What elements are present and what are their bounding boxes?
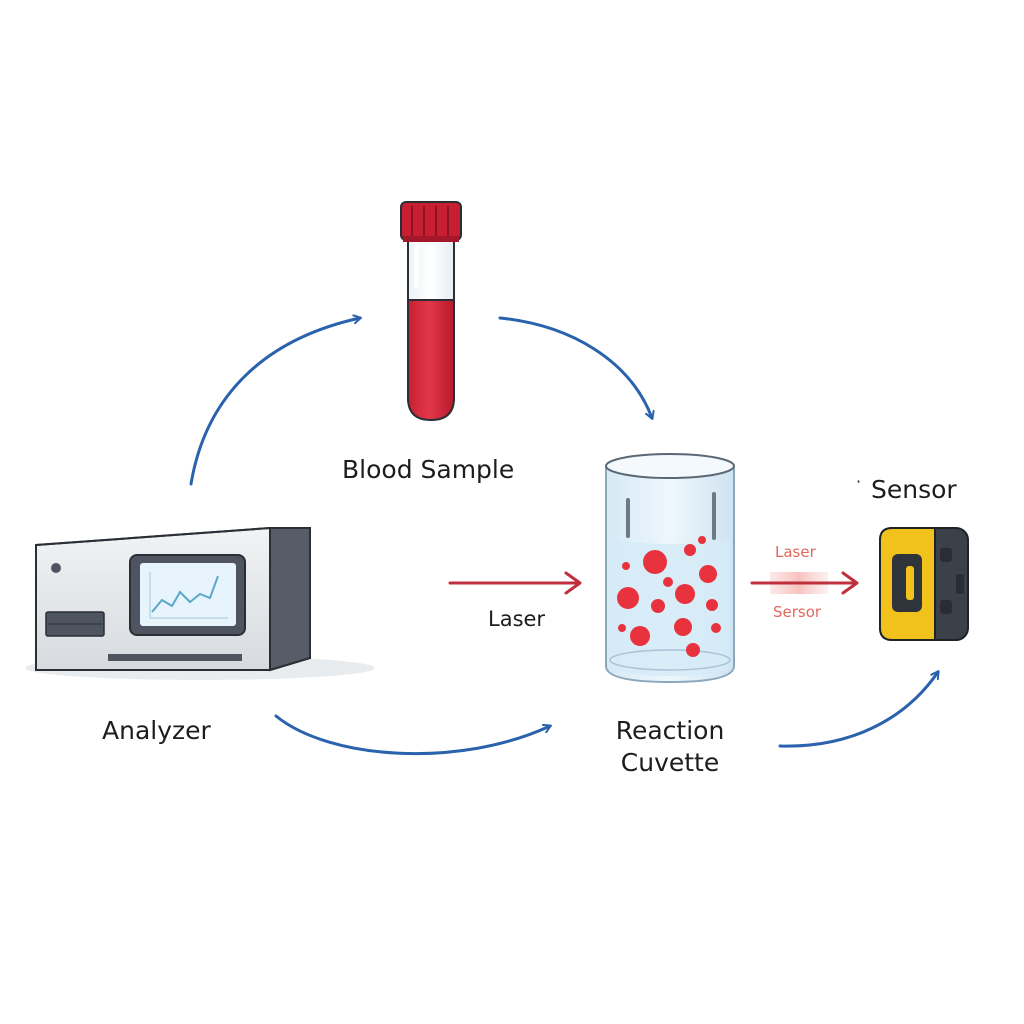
sensor-label: Sensor bbox=[871, 475, 957, 504]
cuvette-icon bbox=[605, 453, 735, 684]
sensor-device-icon bbox=[879, 527, 969, 641]
laser-beam-to-sensor bbox=[750, 571, 859, 595]
flow-arrow-analyzer-to-cuvette bbox=[274, 714, 552, 756]
laser-label: Laser bbox=[488, 607, 546, 631]
flow-arrow-tube-to-cuvette bbox=[498, 316, 655, 420]
flow-arrow-cuvette-to-sensor bbox=[778, 670, 940, 748]
flow-arrow-analyzer-to-tube bbox=[189, 314, 362, 486]
blood-cells bbox=[617, 536, 721, 657]
blood-sample-label: Blood Sample bbox=[342, 455, 515, 484]
beam-laser-label: Laser bbox=[775, 543, 816, 561]
reaction-cuvette-label-line2: Cuvette bbox=[620, 748, 720, 777]
sensor-marker: · bbox=[856, 472, 862, 491]
test-tube-icon bbox=[400, 201, 462, 422]
analyzer-label: Analyzer bbox=[102, 716, 211, 745]
analyzer-machine-icon bbox=[25, 527, 375, 680]
reaction-cuvette-label-line1: Reaction bbox=[615, 716, 725, 745]
beam-sensor-label: Sersor bbox=[773, 603, 822, 621]
laser-arrow-in bbox=[448, 571, 582, 595]
